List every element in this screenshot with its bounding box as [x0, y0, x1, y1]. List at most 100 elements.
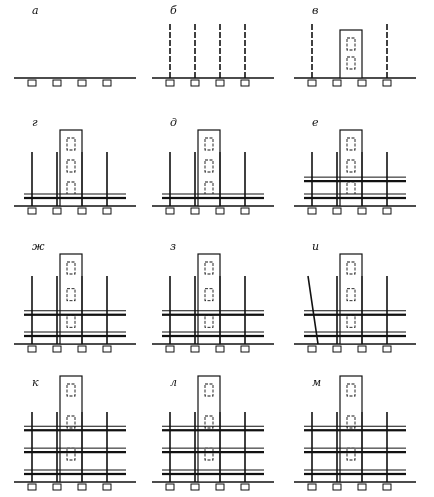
core-opening [204, 383, 214, 397]
core-opening [66, 288, 76, 302]
core-opening [346, 37, 356, 51]
foundation-block [307, 207, 317, 215]
foundation-block [240, 79, 250, 87]
panel-letter: м [312, 376, 321, 389]
foundation-block [77, 345, 87, 353]
stage-panel-7: ж [14, 240, 136, 353]
panel-letter: в [312, 4, 318, 17]
foundation-block [27, 345, 37, 353]
foundation-block [165, 345, 175, 353]
core-opening [346, 314, 356, 328]
foundation-block [240, 345, 250, 353]
core-opening [346, 56, 356, 70]
core-shaft [197, 253, 221, 345]
foundation-block [190, 345, 200, 353]
core-opening [204, 137, 214, 151]
core-opening [66, 137, 76, 151]
core-opening [346, 415, 356, 429]
core-opening [66, 383, 76, 397]
foundation-block [102, 207, 112, 215]
core-opening [346, 159, 356, 173]
foundation-block [332, 345, 342, 353]
foundation-block [240, 207, 250, 215]
foundation-block [27, 483, 37, 491]
panel-letter: а [32, 4, 39, 17]
stage-panel-5: д [152, 116, 274, 215]
foundation-block [382, 483, 392, 491]
foundation-block [307, 79, 317, 87]
core-shaft [339, 129, 363, 207]
core-opening [346, 383, 356, 397]
foundation-block [165, 79, 175, 87]
core-opening [346, 447, 356, 461]
foundation-block [332, 483, 342, 491]
foundation-block [102, 483, 112, 491]
foundation-block [215, 207, 225, 215]
panel-letter: ж [32, 240, 45, 253]
foundation-block [102, 79, 112, 87]
core-shaft [339, 253, 363, 345]
core-shaft [339, 29, 363, 79]
stage-panel-10: к [14, 375, 136, 491]
core-shaft [197, 375, 221, 483]
foundation-block [77, 207, 87, 215]
core-opening [66, 314, 76, 328]
core-opening [346, 261, 356, 275]
foundation-block [27, 79, 37, 87]
core-opening [346, 137, 356, 151]
foundation-block [357, 207, 367, 215]
core-opening [66, 447, 76, 461]
foundation-block [52, 79, 62, 87]
foundation-block [307, 345, 317, 353]
panel-letter: г [32, 116, 38, 129]
foundation-block [332, 79, 342, 87]
foundation-block [190, 483, 200, 491]
core-shaft [59, 253, 83, 345]
panel-letter: д [170, 116, 177, 129]
foundation-block [165, 483, 175, 491]
core-opening [204, 314, 214, 328]
foundation-block [357, 79, 367, 87]
stage-panel-12: м [294, 375, 416, 491]
core-opening [204, 288, 214, 302]
foundation-block [77, 483, 87, 491]
panel-letter: е [312, 116, 319, 129]
column [307, 275, 319, 345]
core-opening [66, 261, 76, 275]
stage-panel-2: б [152, 4, 274, 87]
panel-letter: л [170, 376, 177, 389]
foundation-block [215, 345, 225, 353]
foundation-block [382, 79, 392, 87]
foundation-block [307, 483, 317, 491]
core-opening [204, 447, 214, 461]
foundation-block [382, 207, 392, 215]
core-opening [66, 415, 76, 429]
core-shaft [339, 375, 363, 483]
foundation-block [52, 345, 62, 353]
core-opening [346, 288, 356, 302]
foundation-block [77, 79, 87, 87]
stage-panel-8: з [152, 240, 274, 353]
panel-letter: к [32, 376, 39, 389]
core-shaft [59, 129, 83, 207]
foundation-block [27, 207, 37, 215]
foundation-block [52, 207, 62, 215]
panel-letter: з [170, 240, 176, 253]
core-shaft [197, 129, 221, 207]
foundation-block [190, 79, 200, 87]
foundation-block [332, 207, 342, 215]
core-opening [204, 159, 214, 173]
foundation-block [240, 483, 250, 491]
stage-panel-4: г [14, 116, 136, 215]
core-opening [204, 415, 214, 429]
core-shaft [59, 375, 83, 483]
stage-panel-3: в [294, 4, 416, 87]
stage-panel-6: е [294, 116, 416, 215]
foundation-block [382, 345, 392, 353]
foundation-block [357, 345, 367, 353]
foundation-block [102, 345, 112, 353]
stage-panel-9: и [294, 240, 416, 353]
panel-letter: б [170, 4, 177, 17]
foundation-block [52, 483, 62, 491]
